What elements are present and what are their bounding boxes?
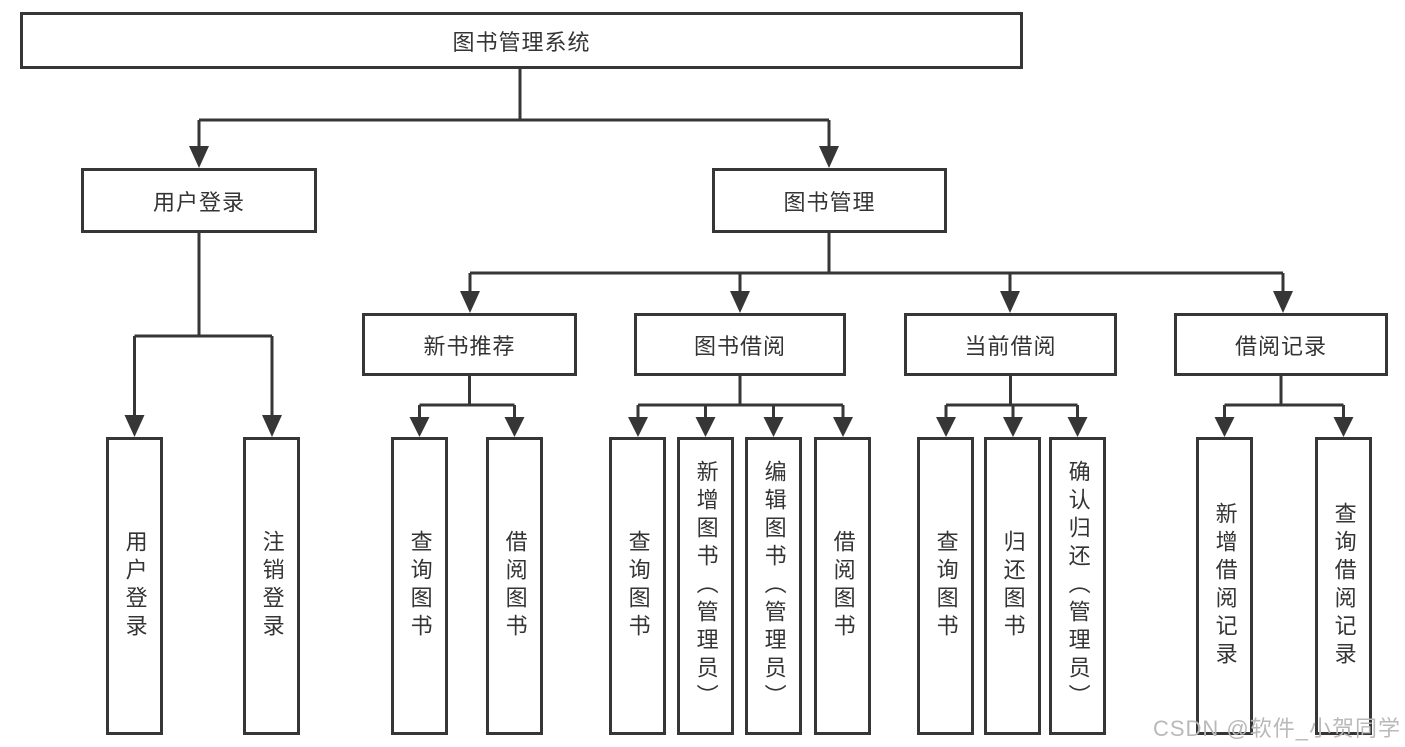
- leaf-borrow-query-book: 查询图书: [609, 437, 666, 735]
- connector-root-to-level1: [189, 69, 839, 168]
- leaf-newbook-query-book-label: 查询图书: [407, 530, 433, 642]
- leaf-current-confirm-return-admin-label: 确认归还（管理员）: [1065, 460, 1091, 712]
- leaf-borrow-add-book-admin-label: 新增图书（管理员）: [693, 460, 719, 712]
- leaf-user-login-label: 用户登录: [122, 530, 148, 642]
- leaf-newbook-borrow-book: 借阅图书: [486, 437, 543, 735]
- leaf-record-query-record: 查询借阅记录: [1315, 437, 1372, 735]
- leaf-borrow-edit-book-admin-label: 编辑图书（管理员）: [761, 460, 787, 712]
- connector-user-login-to-leaves: [124, 233, 282, 437]
- leaf-current-return-book-label: 归还图书: [1000, 530, 1026, 642]
- leaf-borrow-query-book-label: 查询图书: [625, 530, 651, 642]
- node-borrow-record-label: 借阅记录: [1234, 333, 1327, 359]
- leaf-logout-login-label: 注销登录: [259, 530, 285, 642]
- leaf-record-add-record: 新增借阅记录: [1196, 437, 1253, 735]
- leaf-borrow-borrow-book-label: 借阅图书: [830, 530, 856, 642]
- leaf-current-query-book-label: 查询图书: [933, 530, 959, 642]
- node-root-label: 图书管理系统: [452, 29, 591, 55]
- leaf-newbook-borrow-book-label: 借阅图书: [502, 530, 528, 642]
- leaf-current-query-book: 查询图书: [917, 437, 974, 735]
- node-user-login: 用户登录: [81, 168, 317, 233]
- node-current-borrow-label: 当前借阅: [964, 333, 1057, 359]
- node-book-management-label: 图书管理: [783, 189, 876, 215]
- node-current-borrow: 当前借阅: [904, 313, 1117, 376]
- node-root-library-system: 图书管理系统: [20, 12, 1023, 69]
- node-book-borrow: 图书借阅: [634, 313, 846, 376]
- leaf-record-query-record-label: 查询借阅记录: [1331, 502, 1357, 670]
- leaf-record-add-record-label: 新增借阅记录: [1212, 502, 1238, 670]
- node-borrow-record: 借阅记录: [1174, 313, 1388, 376]
- csdn-watermark: CSDN @软件_小贺同学: [1152, 716, 1401, 741]
- connector-current-borrow-to-leaves: [936, 376, 1088, 437]
- connector-book-management-to-level2: [460, 233, 1293, 313]
- leaf-logout-login: 注销登录: [243, 437, 300, 735]
- node-book-management: 图书管理: [712, 168, 947, 233]
- leaf-borrow-borrow-book: 借阅图书: [814, 437, 871, 735]
- connector-book-borrow-to-leaves: [628, 376, 853, 437]
- node-new-book-recommend-label: 新书推荐: [423, 333, 516, 359]
- connector-borrow-record-to-leaves: [1214, 376, 1354, 437]
- node-book-borrow-label: 图书借阅: [693, 333, 786, 359]
- leaf-user-login: 用户登录: [106, 437, 163, 735]
- leaf-newbook-query-book: 查询图书: [391, 437, 448, 735]
- connector-new-book-to-leaves: [409, 376, 525, 437]
- node-user-login-label: 用户登录: [152, 189, 245, 215]
- node-new-book-recommend: 新书推荐: [362, 313, 577, 376]
- leaf-current-confirm-return-admin: 确认归还（管理员）: [1049, 437, 1106, 735]
- leaf-borrow-edit-book-admin: 编辑图书（管理员）: [745, 437, 802, 735]
- leaf-borrow-add-book-admin: 新增图书（管理员）: [677, 437, 734, 735]
- leaf-current-return-book: 归还图书: [984, 437, 1041, 735]
